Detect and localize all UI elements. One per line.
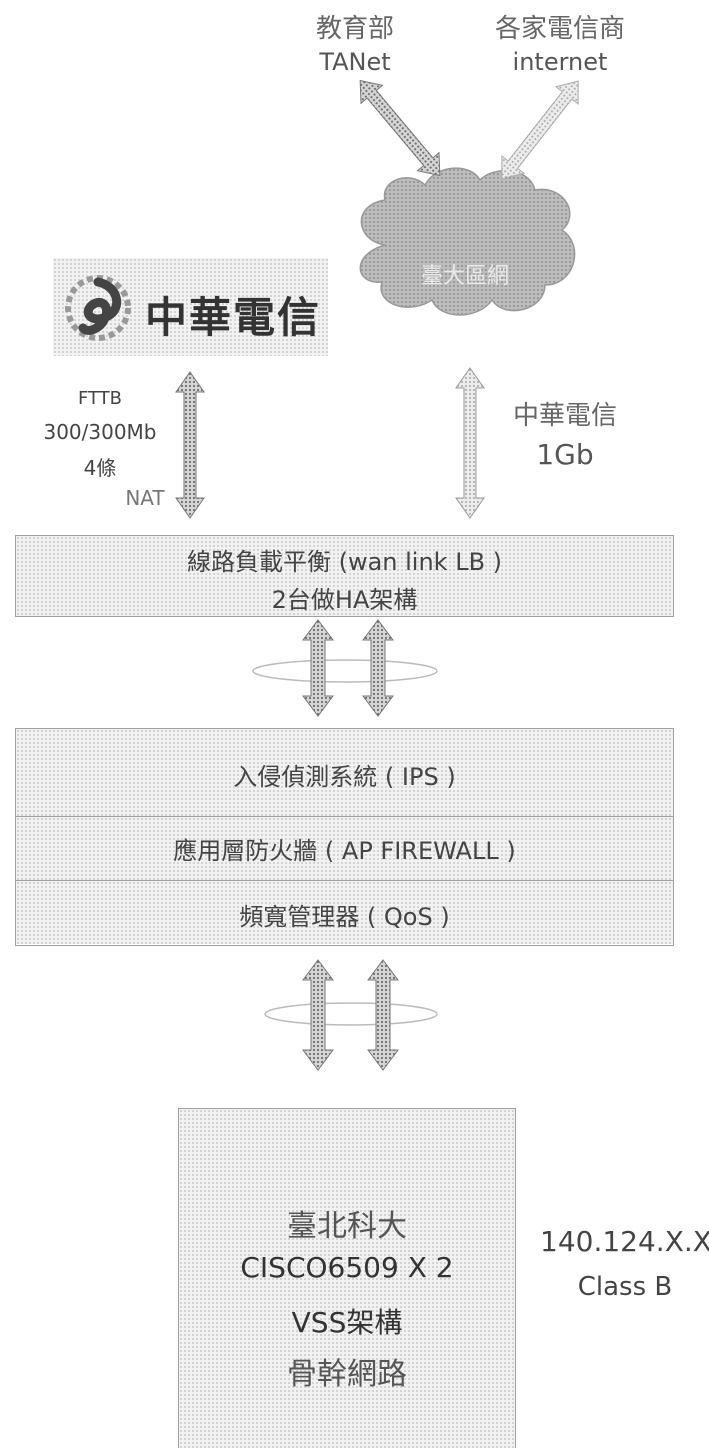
security-core-arrows <box>302 959 399 1071</box>
uplink-provider-label: 中華電信 <box>512 401 617 431</box>
chunghwa-swirl-icon <box>65 275 131 341</box>
core-switch-label: CISCO6509 X 2 <box>240 1251 454 1284</box>
qos-layer: 頻寬管理器 ( QoS ) <box>16 881 673 944</box>
isp-network-label: internet <box>512 48 608 76</box>
core-backbone-box: 臺北科大 CISCO6509 X 2 VSS架構 骨幹網路 <box>178 1108 516 1448</box>
qos-label: 頻寬管理器 ( QoS ) <box>239 903 450 931</box>
wan-link-lb-box: 線路負載平衡 (wan link LB ) 2台做HA架構 <box>15 535 674 617</box>
fttb-link-arrow <box>175 371 205 519</box>
firewall-layer: 應用層防火牆 ( AP FIREWALL ) <box>16 817 673 881</box>
chunghwa-logo-text: 中華電信 <box>145 293 322 342</box>
core-vss-label: VSS架構 <box>291 1306 403 1339</box>
security-stack: 入侵偵測系統 ( IPS ) 應用層防火牆 ( AP FIREWALL ) 頻寬… <box>15 728 674 946</box>
tanet-link-arrow <box>359 79 441 177</box>
fttb-lines-label: 4條 <box>83 456 117 480</box>
ips-label: 入侵偵測系統 ( IPS ) <box>233 763 456 791</box>
uplink-arrow <box>455 367 485 519</box>
fttb-label: FTTB <box>77 388 123 409</box>
ips-layer: 入侵偵測系統 ( IPS ) <box>16 729 673 817</box>
firewall-label: 應用層防火牆 ( AP FIREWALL ) <box>173 837 516 865</box>
isp-title: 各家電信商 <box>494 14 625 44</box>
core-school-label: 臺北科大 <box>287 1209 407 1244</box>
ip-class-label: Class B <box>577 1272 673 1302</box>
wan-lb-title: 線路負載平衡 (wan link LB ) <box>186 548 503 576</box>
moe-network-label: TANet <box>319 48 391 76</box>
moe-title: 教育部 <box>315 14 394 44</box>
link-aggregation-ellipse-2 <box>264 1002 438 1026</box>
core-backbone-label: 骨幹網路 <box>287 1357 407 1392</box>
internet-link-arrow <box>501 80 579 180</box>
wan-lb-ha: 2台做HA架構 <box>271 586 418 614</box>
nat-label: NAT <box>125 486 165 510</box>
link-aggregation-ellipse-1 <box>252 659 438 683</box>
uplink-bandwidth-label: 1Gb <box>536 438 594 471</box>
chunghwa-logo: 中華電信 <box>53 258 328 356</box>
lb-security-arrows <box>302 619 394 717</box>
fttb-speed-label: 300/300Mb <box>43 420 157 444</box>
ip-range-label: 140.124.X.X <box>540 1225 709 1258</box>
cloud-label: 臺大區網 <box>420 264 509 289</box>
